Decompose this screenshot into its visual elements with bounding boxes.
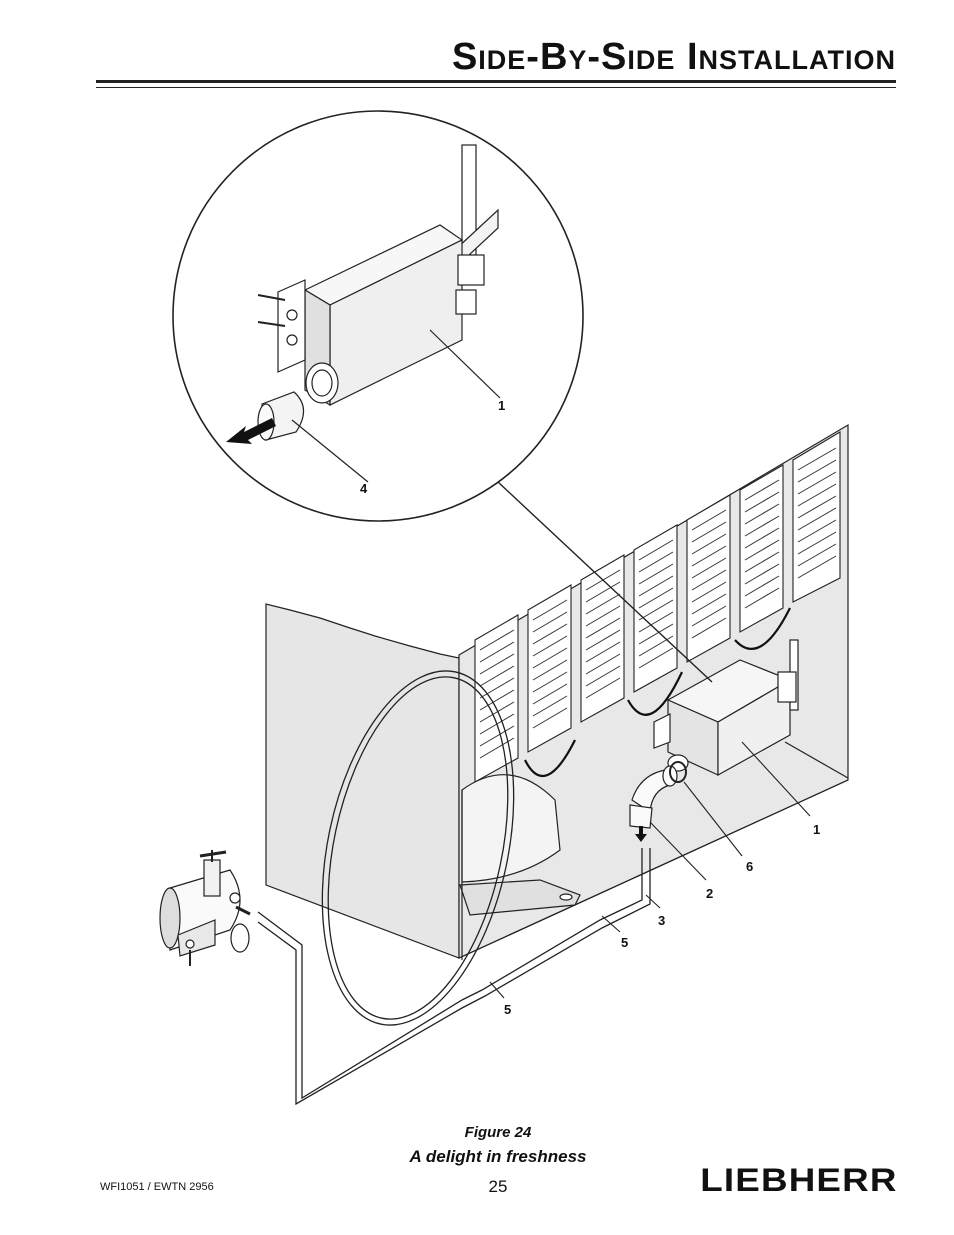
inset-leader-line bbox=[497, 481, 713, 683]
coiled-water-line bbox=[321, 670, 515, 1026]
saddle-valve bbox=[159, 850, 251, 966]
page-number: 25 bbox=[488, 1177, 508, 1196]
up-arrow bbox=[635, 826, 647, 842]
callout-3: 3 bbox=[658, 913, 665, 928]
remove-cap-arrow bbox=[226, 418, 276, 444]
title-rule-thin bbox=[96, 87, 896, 88]
supply-tube bbox=[257, 848, 651, 1106]
callout-4: 4 bbox=[360, 481, 368, 496]
condenser-grilles bbox=[474, 431, 841, 783]
appliance-side-line bbox=[784, 741, 849, 779]
title-rule bbox=[96, 80, 896, 83]
figure-caption: A delight in freshness bbox=[409, 1147, 587, 1166]
water-valve-main bbox=[653, 639, 799, 777]
elbow-fitting bbox=[629, 761, 687, 829]
installation-diagram: 1 4 1 6 2 3 5 5 bbox=[159, 110, 849, 1106]
brand-logo: LIEBHERR bbox=[700, 1162, 898, 1198]
callout-6: 6 bbox=[746, 859, 753, 874]
appliance-back-wall bbox=[265, 603, 460, 959]
callout-1-main: 1 bbox=[813, 822, 820, 837]
callout-5-lower: 5 bbox=[504, 1002, 511, 1017]
figure-label: Figure 24 bbox=[464, 1124, 532, 1141]
document-reference: WFI1051 / EWTN 2956 bbox=[100, 1181, 214, 1193]
compressor bbox=[459, 774, 581, 960]
callout-2: 2 bbox=[706, 886, 713, 901]
appliance-floor-line bbox=[458, 779, 849, 959]
callout-leaders bbox=[489, 741, 811, 999]
wire-loops bbox=[524, 607, 791, 778]
callout-5-upper: 5 bbox=[621, 935, 628, 950]
page-title: Side-By-Side Installation bbox=[451, 36, 896, 78]
callout-1-inset: 1 bbox=[498, 398, 505, 413]
